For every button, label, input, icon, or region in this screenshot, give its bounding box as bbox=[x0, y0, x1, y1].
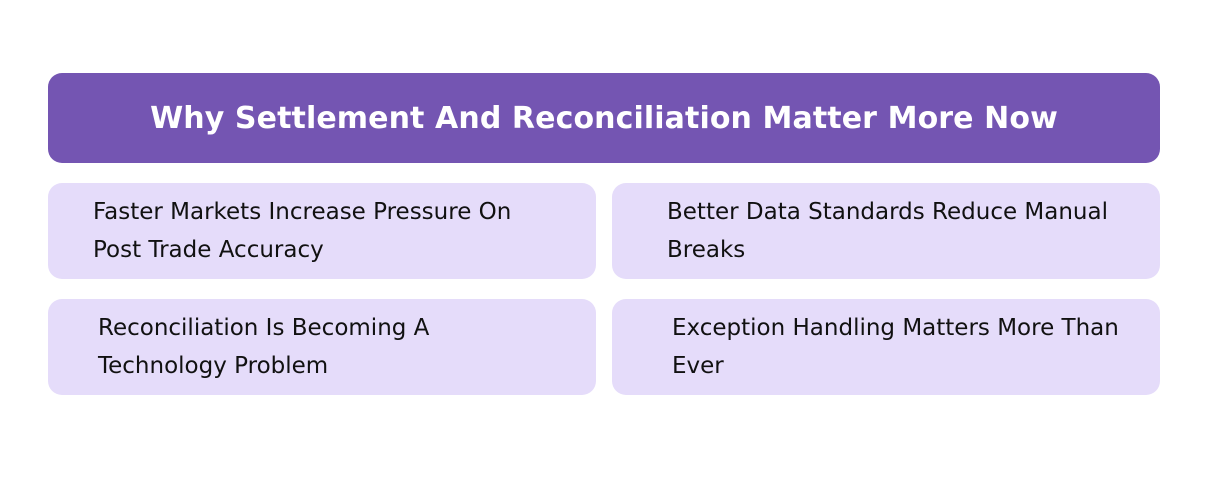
reason-card-data-standards: Better Data Standards Reduce Manual Brea… bbox=[612, 183, 1160, 279]
header-banner: Why Settlement And Reconciliation Matter… bbox=[48, 73, 1160, 163]
reason-card-text: Exception Handling Matters More Than Eve… bbox=[672, 315, 1119, 379]
reason-card-reconciliation-technology: Reconciliation Is Becoming A Technology … bbox=[48, 299, 596, 395]
reason-card-text: Reconciliation Is Becoming A Technology … bbox=[98, 315, 430, 379]
reason-card-faster-markets: Faster Markets Increase Pressure On Post… bbox=[48, 183, 596, 279]
page-title: Why Settlement And Reconciliation Matter… bbox=[150, 100, 1058, 136]
reason-card-text: Better Data Standards Reduce Manual Brea… bbox=[667, 199, 1108, 263]
reason-card-text: Faster Markets Increase Pressure On Post… bbox=[93, 199, 512, 263]
reason-card-exception-handling: Exception Handling Matters More Than Eve… bbox=[612, 299, 1160, 395]
